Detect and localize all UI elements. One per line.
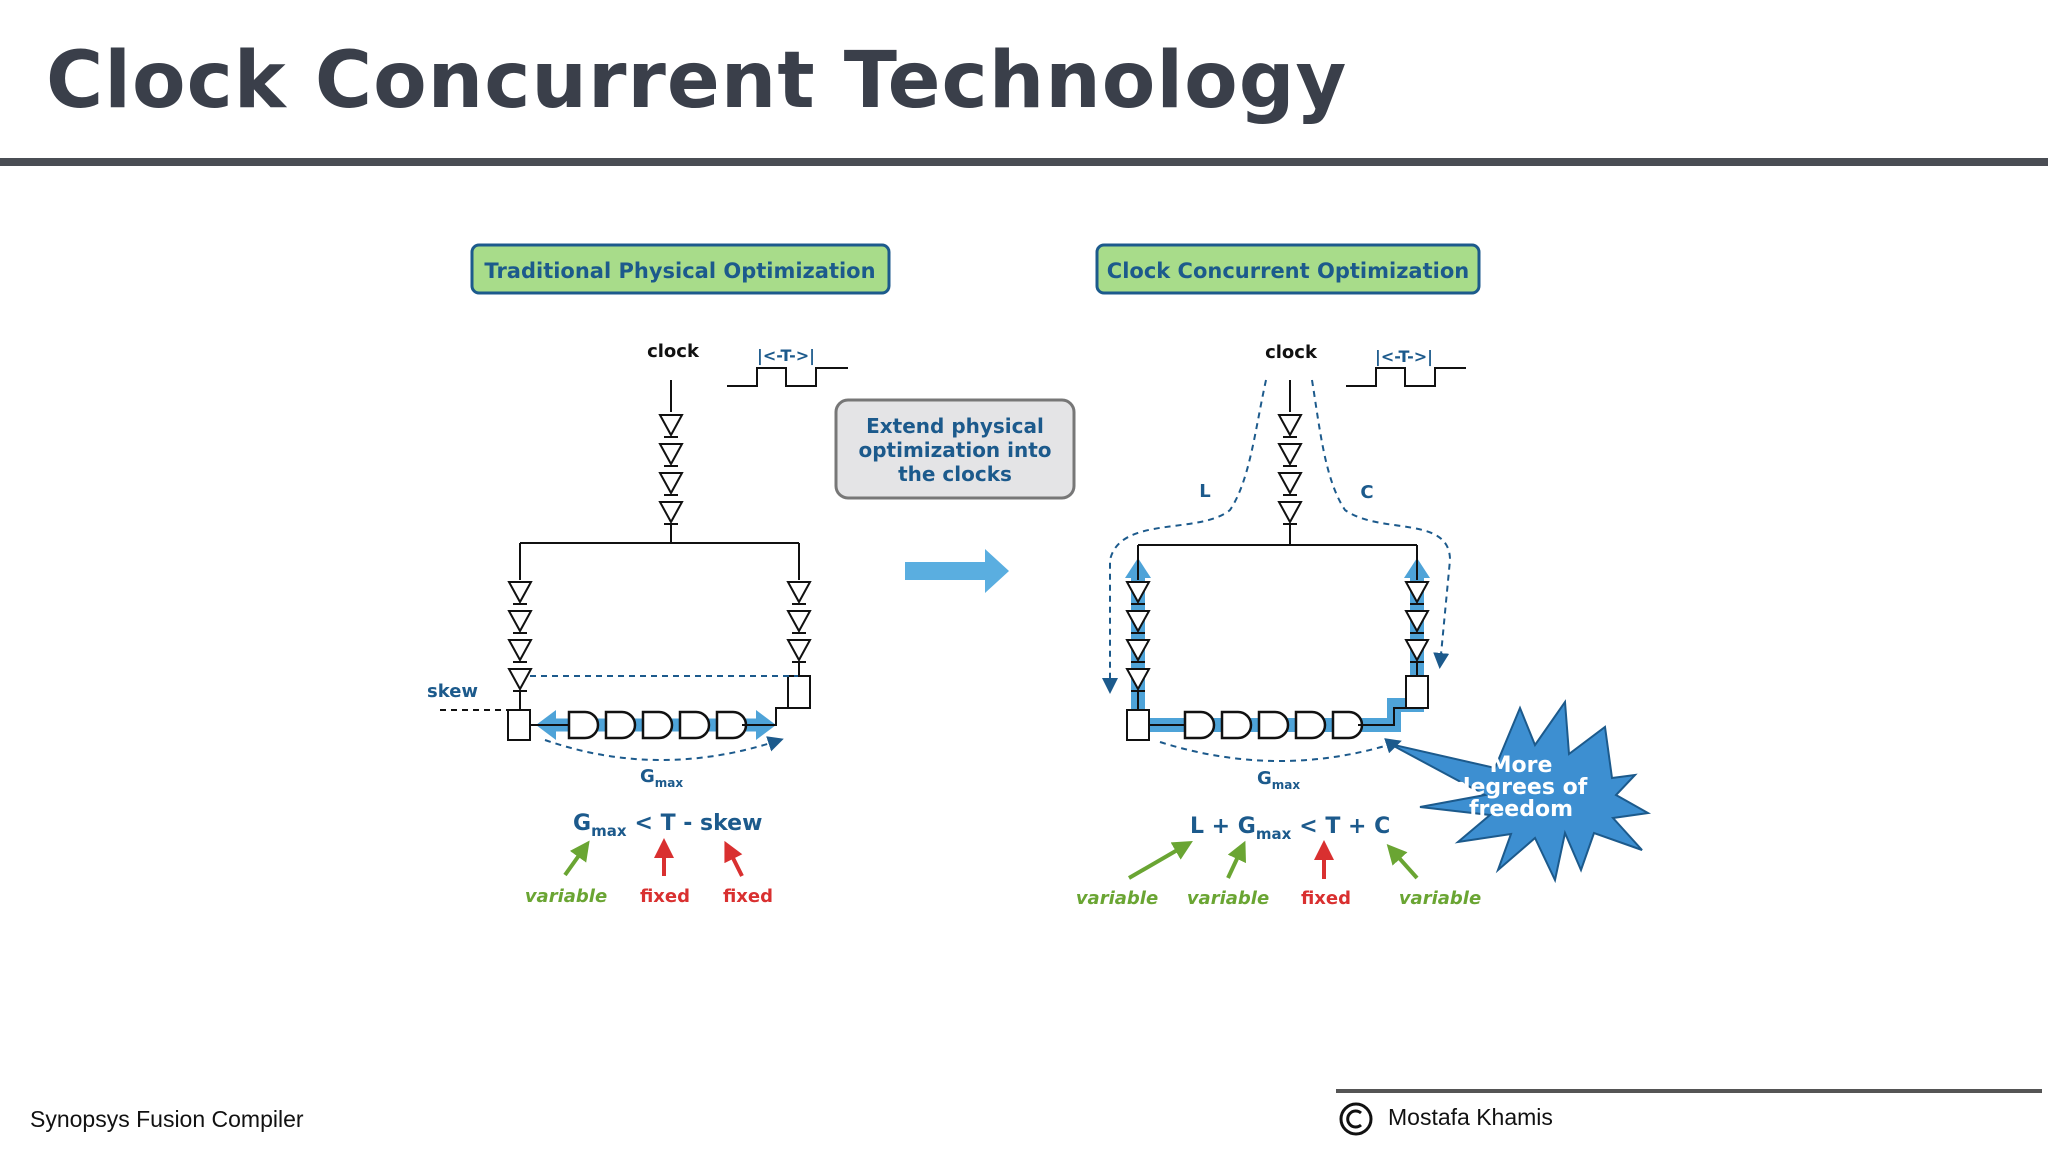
- left-gmax-label: Gmax: [640, 766, 683, 790]
- copyright-icon: [1339, 1102, 1373, 1136]
- left-logic-gates: [567, 710, 748, 740]
- footer-author: Mostafa Khamis: [1388, 1104, 1553, 1130]
- left-clock-waveform: [727, 367, 848, 387]
- c-label: C: [1360, 482, 1373, 503]
- right-header-text: Clock Concurrent Optimization: [1107, 259, 1469, 283]
- footer-divider: [1336, 1089, 2042, 1093]
- l-label: L: [1199, 481, 1210, 502]
- skew-label: skew: [427, 681, 478, 702]
- right-gmax-label: Gmax: [1257, 768, 1300, 792]
- left-equation: Gmax< T - skew: [573, 811, 762, 840]
- right-logic-gates: [1183, 710, 1364, 740]
- footer-course-name: Synopsys Fusion Compiler: [30, 1106, 304, 1132]
- left-header-box: [470, 243, 891, 295]
- left-launch-flop: [507, 709, 531, 741]
- left-clock-label: clock: [647, 341, 700, 362]
- callout-line-2: optimization into: [858, 438, 1051, 462]
- starburst-line-2: degrees of: [1455, 775, 1588, 800]
- transition-arrow: [905, 549, 1009, 593]
- right-launch-flop: [1126, 709, 1150, 741]
- callout-line-3: the clocks: [898, 462, 1012, 486]
- right-annotation-variable-g: variable: [1187, 888, 1269, 909]
- left-annotation-fixed-skew: fixed: [723, 886, 773, 907]
- left-capture-flop: [787, 675, 811, 709]
- right-period-label: |<-T->|: [1375, 347, 1433, 367]
- left-annotation-variable: variable: [525, 886, 607, 907]
- right-annotation-variable-l: variable: [1076, 888, 1158, 909]
- degrees-of-freedom-starburst: [1389, 699, 1652, 884]
- right-annotation-variable-c: variable: [1399, 888, 1481, 909]
- starburst-line-1: More: [1490, 753, 1553, 778]
- callout-box: [834, 398, 1076, 500]
- right-panel: Clock Concurrent Optimization clock |<-T…: [1076, 243, 1652, 909]
- right-capture-flop: [1405, 675, 1429, 709]
- right-annotation-fixed-t: fixed: [1301, 888, 1351, 909]
- left-annotation-fixed-t: fixed: [640, 886, 690, 907]
- left-period-label: |<-T->|: [757, 346, 815, 366]
- left-panel: Traditional Physical Optimization clock …: [427, 243, 891, 907]
- right-header-box: [1095, 243, 1481, 295]
- starburst-line-3: freedom: [1469, 797, 1573, 822]
- callout-line-1: Extend physical: [866, 414, 1044, 438]
- right-equation: L + Gmax< T + C: [1190, 814, 1390, 843]
- title-divider: [0, 158, 2048, 166]
- right-clock-label: clock: [1265, 342, 1318, 363]
- callout: Extend physical optimization into the cl…: [834, 398, 1076, 500]
- slide-title: Clock Concurrent Technology: [46, 36, 1348, 126]
- left-header-text: Traditional Physical Optimization: [484, 259, 875, 283]
- right-clock-waveform: [1346, 367, 1466, 387]
